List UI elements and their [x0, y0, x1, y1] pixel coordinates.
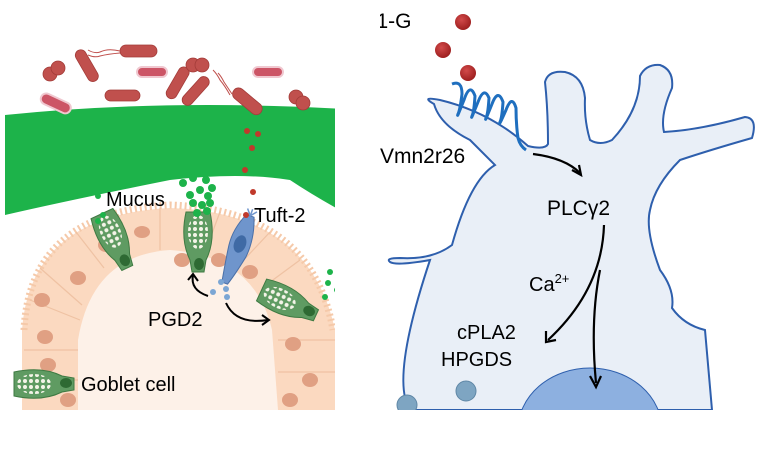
ligand-dots-mucus — [242, 128, 261, 218]
gut-epithelium-panel: Mucus Tuft-2 PGD2 Goblet cell — [5, 44, 335, 410]
goblet-cell-2 — [183, 211, 213, 273]
ligand-molecules — [435, 14, 476, 81]
goblet-cell-label: Goblet cell — [81, 374, 176, 396]
vesicle-1 — [455, 380, 477, 402]
signaling-arrows — [532, 152, 606, 390]
goblet-cell-4 — [13, 369, 75, 399]
mucus-label: Mucus — [106, 189, 165, 211]
bacteria — [39, 44, 311, 116]
tuft-cell-signaling-panel: N-C11-G Vmn2r26 PLCγ2 Ca2+ cPLA2 HPGDS — [329, 10, 755, 410]
receptor-label: Vmn2r26 — [380, 145, 465, 168]
nucleus — [521, 367, 659, 410]
mucus-layer — [5, 105, 335, 215]
mucus-granules — [95, 174, 335, 300]
pgd2-label: PGD2 — [148, 309, 202, 331]
pgd2-arrows — [187, 272, 271, 326]
calcium-label: Ca2+ — [529, 271, 569, 296]
tuft-cell-body — [387, 63, 755, 410]
vmn2r26-receptor — [451, 81, 527, 152]
vesicle-2 — [396, 394, 418, 410]
plcg2-label: PLCγ2 — [547, 197, 610, 220]
calcium-base: Ca — [529, 274, 555, 296]
cpla2-label: cPLA2 — [457, 322, 516, 344]
pgd2-dots — [210, 279, 230, 300]
tuft-cell — [221, 208, 258, 285]
calcium-superscript: 2+ — [555, 271, 570, 286]
tuft-cell-label: Tuft-2 — [254, 205, 306, 227]
goblet-cell-1 — [90, 207, 134, 272]
ligand-label: N-C11-G — [329, 10, 411, 33]
hpgds-label: HPGDS — [441, 349, 512, 371]
goblet-cell-3 — [255, 278, 320, 322]
